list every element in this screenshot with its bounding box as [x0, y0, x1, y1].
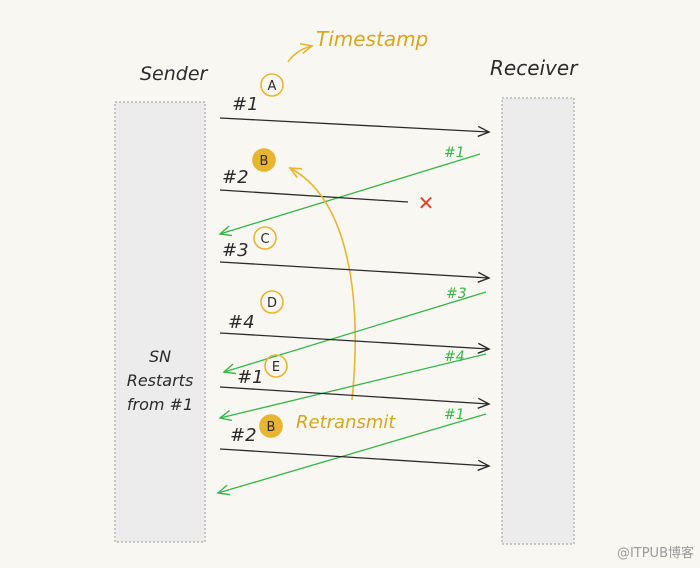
ack-arrow — [218, 353, 487, 421]
timestamp-badge — [264, 354, 288, 378]
timestamp-badge-letter: C — [260, 232, 269, 247]
timestamp-badge-letter: B — [260, 154, 269, 169]
receiver-lane — [501, 97, 575, 545]
packet-seq-label: #1 — [232, 94, 259, 115]
ack-label: #1 — [444, 145, 465, 161]
loss-marker: ✕ — [418, 191, 435, 215]
timestamp-badge — [259, 414, 283, 438]
timestamp-badge — [253, 226, 277, 250]
timestamp-badge-letter: B — [267, 420, 276, 435]
sn-restart-line: Restarts — [127, 371, 194, 390]
timestamp-label: Timestamp — [316, 27, 428, 51]
packet-arrow — [219, 386, 491, 409]
ack-label: #1 — [444, 407, 465, 423]
packet-arrow — [219, 117, 491, 138]
timestamp-badge-letter: E — [272, 360, 280, 375]
ack-label: #4 — [444, 349, 465, 365]
timestamp-badge-letter: A — [268, 79, 277, 94]
timestamp-badge — [260, 290, 284, 314]
ack-arrow — [216, 413, 487, 496]
timestamp-badge — [252, 148, 276, 172]
ack-label: #3 — [446, 286, 467, 302]
retransmit-label: Retransmit — [296, 412, 396, 433]
timestamp-badge — [260, 73, 284, 97]
sn-restart-line: SN — [149, 347, 171, 366]
sender-lane — [114, 101, 206, 543]
packet-seq-label: #1 — [237, 367, 264, 388]
watermark: @ITPUB博客 — [617, 545, 694, 561]
timestamp-pointer-arrow — [287, 43, 314, 63]
packet-seq-label: #2 — [222, 167, 249, 188]
packet-seq-label: #2 — [230, 425, 257, 446]
packet-seq-label: #4 — [228, 312, 255, 333]
sn-restart-line: from #1 — [127, 395, 193, 414]
packet-arrow — [219, 448, 491, 471]
lost-packet-line — [219, 189, 409, 203]
sender-label: Sender — [140, 63, 209, 85]
packet-seq-label: #3 — [222, 240, 249, 261]
packet-arrow — [219, 332, 491, 354]
ack-arrow — [218, 153, 481, 237]
retransmit-curve — [288, 167, 356, 401]
packet-arrow — [219, 261, 491, 283]
timestamp-badge-letter: D — [267, 296, 277, 311]
receiver-label: Receiver — [490, 56, 579, 80]
